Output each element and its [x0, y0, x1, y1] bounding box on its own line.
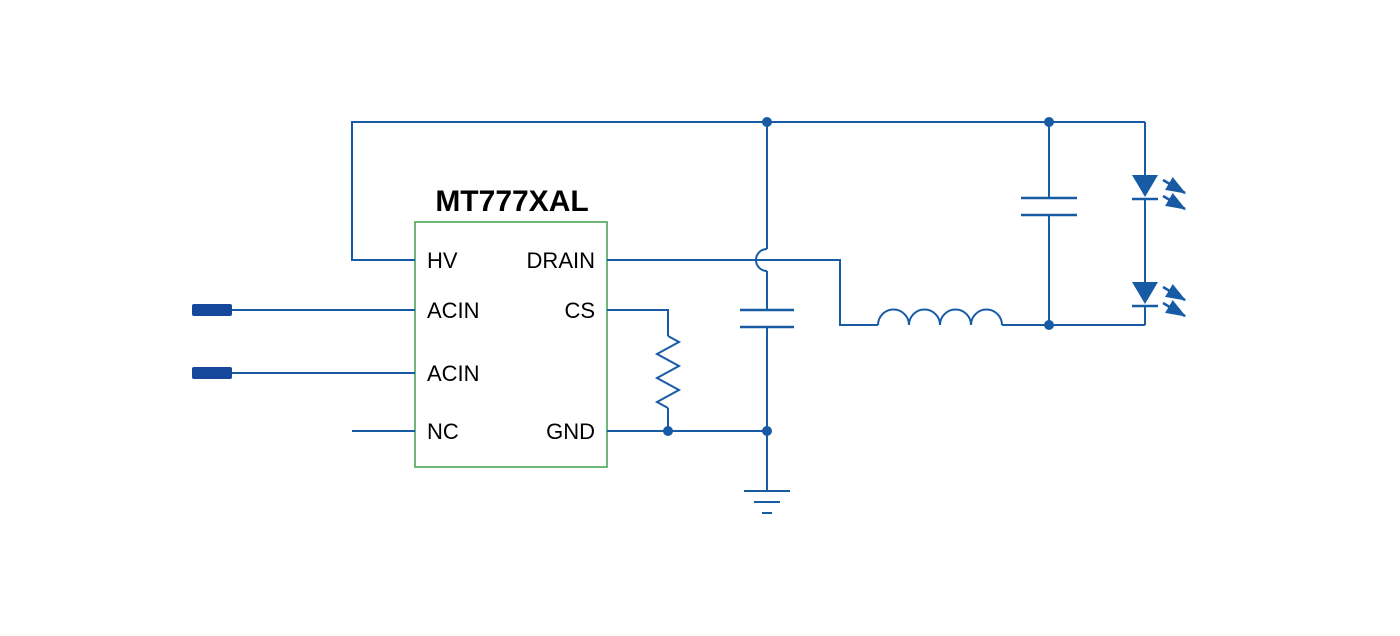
pin-label-hv: HV [427, 248, 458, 273]
inductor [877, 308, 1003, 326]
led-2-emission-arrows [1162, 284, 1187, 318]
wire-crossover-hop [755, 248, 768, 272]
emission-arrow-icon [1162, 177, 1187, 195]
wire-hv-top-rail [351, 121, 1145, 261]
ground-symbol [744, 490, 790, 514]
junction-dot [762, 117, 772, 127]
capacitor-1 [740, 308, 794, 329]
pin-label-drain: DRAIN [527, 248, 595, 273]
pin-label-acin2: ACIN [427, 361, 480, 386]
led-2-triangle [1132, 282, 1158, 304]
emission-arrow-icon [1162, 193, 1187, 211]
junction-dot [762, 426, 772, 436]
junction-dot [1044, 320, 1054, 330]
led-1-triangle [1132, 175, 1158, 197]
pin-label-nc: NC [427, 419, 459, 444]
ic-title: MT777XAL [435, 185, 588, 218]
capacitor-2 [1021, 196, 1077, 217]
pin-label-acin1: ACIN [427, 298, 480, 323]
junction-dot [1044, 117, 1054, 127]
led-2 [1132, 282, 1187, 318]
ic-outline [414, 221, 608, 468]
led-1 [1132, 175, 1187, 211]
pin-label-cs: CS [564, 298, 595, 323]
wire-drain [607, 259, 878, 326]
pin-label-gnd: GND [546, 419, 595, 444]
ac-input-terminal-1 [192, 304, 232, 316]
ac-input-terminal-2 [192, 367, 232, 379]
emission-arrow-icon [1162, 284, 1187, 302]
led-1-emission-arrows [1162, 177, 1187, 211]
current-sense-resistor [654, 335, 682, 409]
junction-dot [663, 426, 673, 436]
emission-arrow-icon [1162, 300, 1187, 318]
wire-cs [607, 309, 669, 336]
